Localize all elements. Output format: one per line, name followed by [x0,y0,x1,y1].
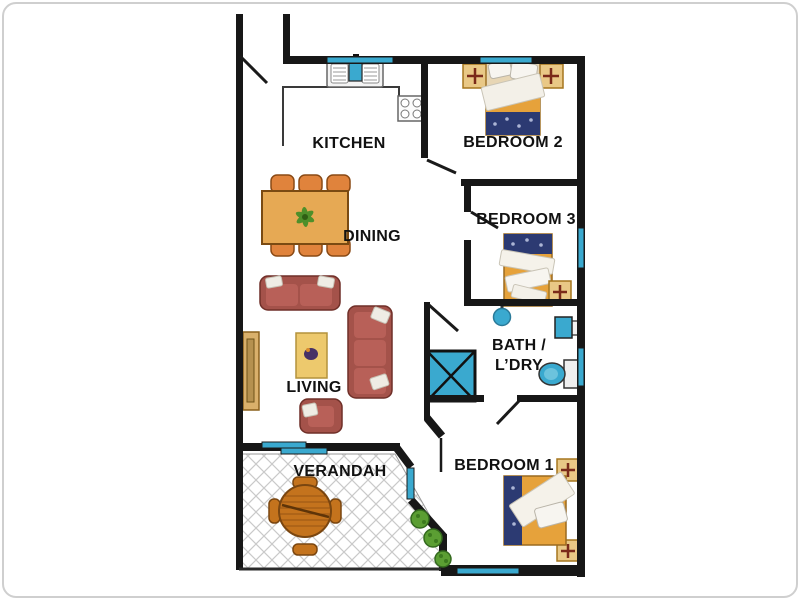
table-plant [295,207,315,227]
wall-basin [492,306,512,327]
bedroom2-bed [462,58,564,136]
shelf-cabinet [242,331,260,411]
living-set [242,275,393,434]
bedroom3-bed [498,233,572,307]
outdoor-setting [268,476,342,556]
room-label-bedroom1: BEDROOM 1 [454,457,554,474]
coffee-table [295,332,328,379]
bath-label-line2: L’DRY [494,357,544,374]
room-label-living: LIVING [286,379,342,396]
room-label-bedroom3: BEDROOM 3 [476,211,576,228]
bath-label-line1: BATH / [492,337,546,354]
stove-cooktop [397,95,425,122]
vanity-sink [554,316,581,339]
dining-set [261,174,351,257]
door-swings [238,54,521,472]
room-label-verandah: VERANDAH [293,463,387,480]
garden-plants [410,509,452,568]
bedroom1-bed [503,458,580,562]
toilet [538,359,579,389]
windows [326,56,585,575]
room-label-kitchen: KITCHEN [312,135,386,152]
room-label-bath-laundry: BATH / L’DRY [492,336,546,376]
room-label-dining: DINING [343,228,401,245]
sliding-door [261,441,328,455]
room-label-bedroom2: BEDROOM 2 [463,134,563,151]
shower [425,349,477,403]
